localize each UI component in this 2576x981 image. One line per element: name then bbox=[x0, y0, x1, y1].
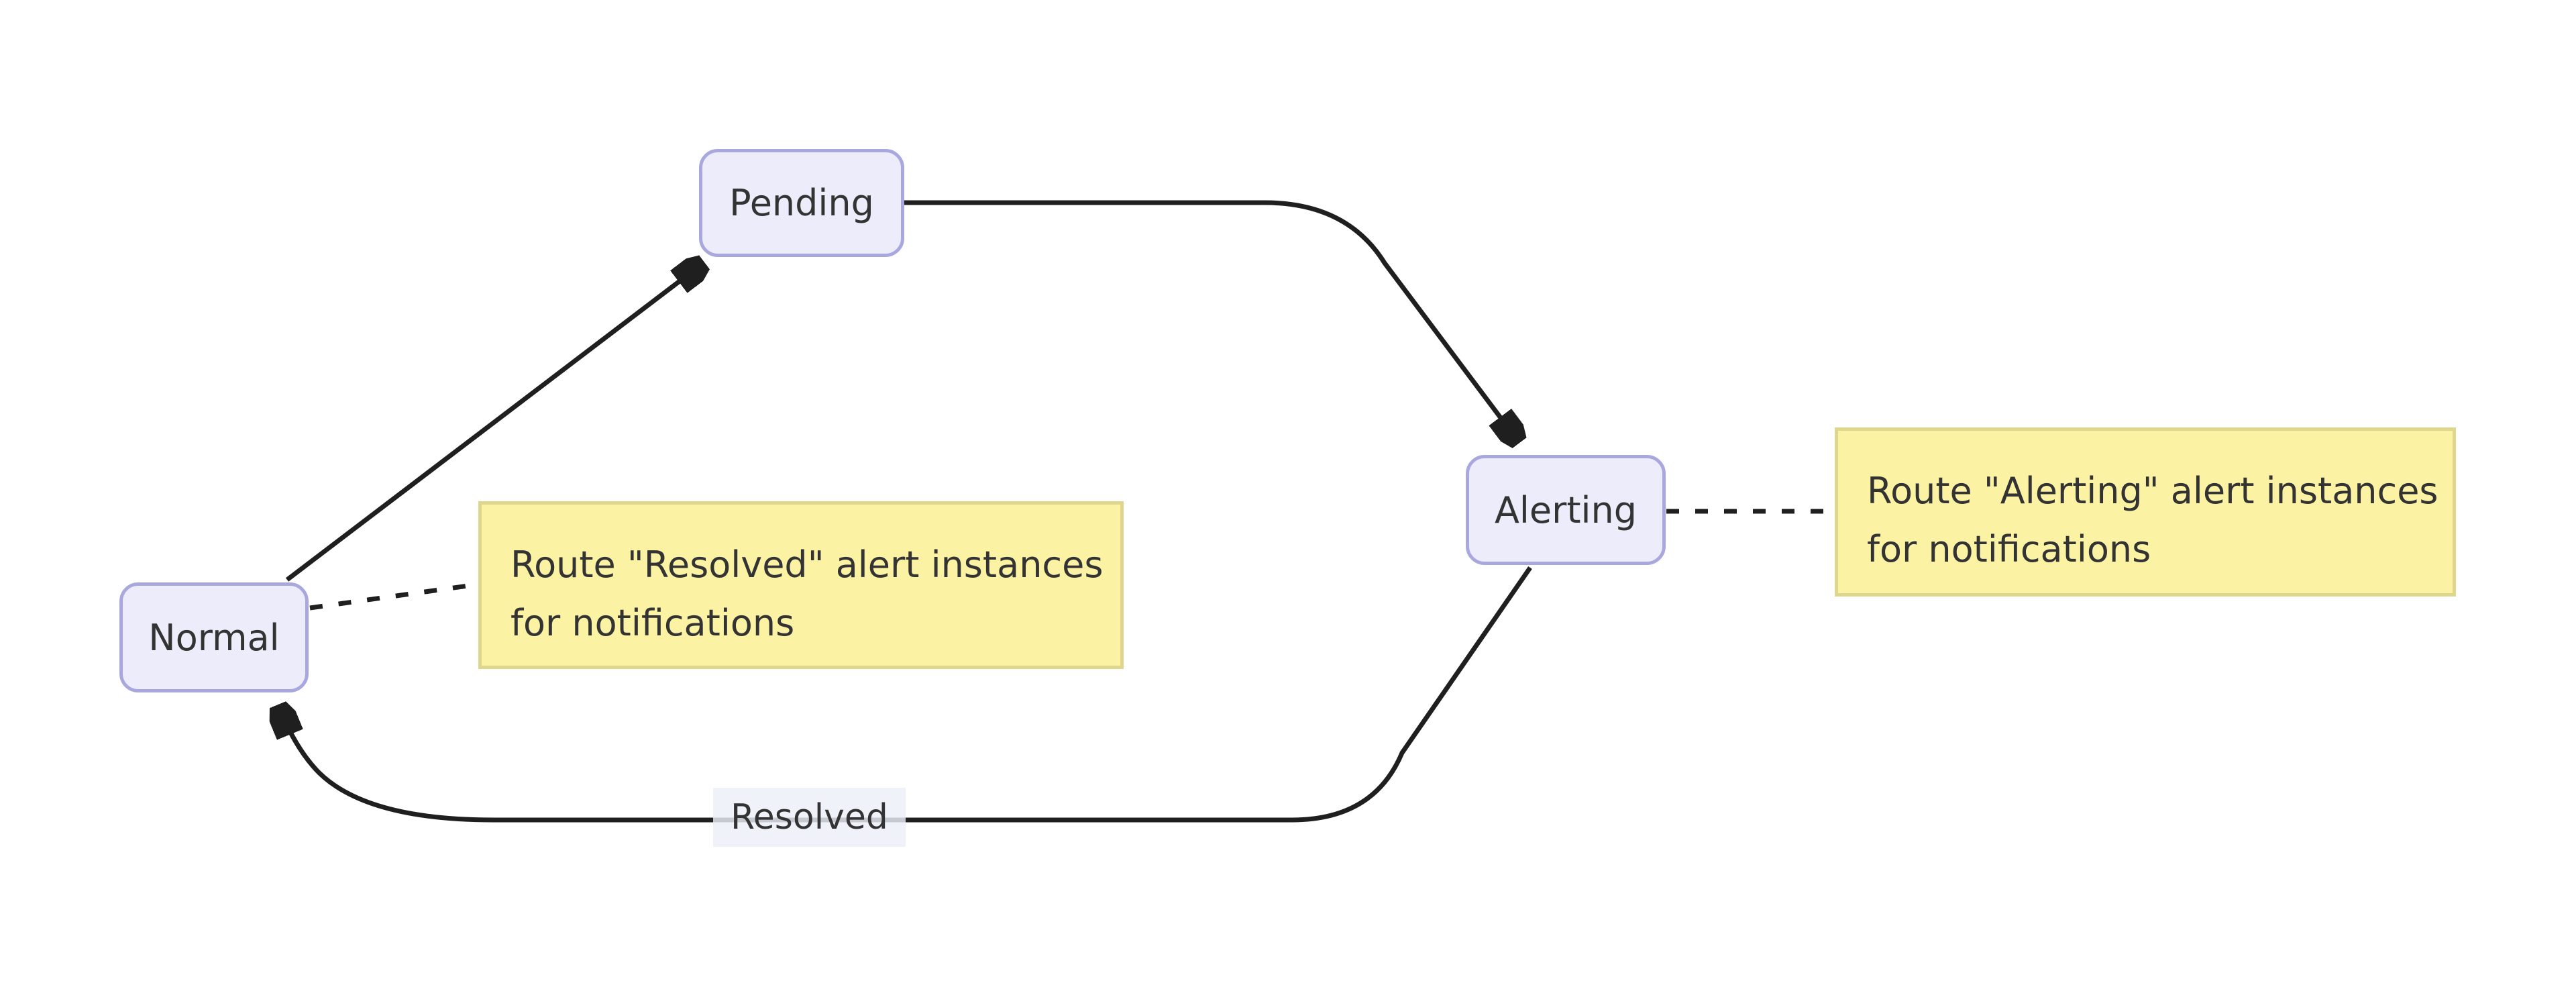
state-label-normal: Normal bbox=[148, 616, 280, 659]
note-line: for notifications bbox=[511, 602, 795, 644]
edge-normal-to-pending bbox=[285, 264, 702, 582]
note-line: Route "Alerting" alert instances bbox=[1867, 470, 2438, 512]
connector-normal-to-note bbox=[309, 582, 478, 611]
state-label-alerting: Alerting bbox=[1494, 488, 1638, 531]
state-node-normal: Normal bbox=[119, 582, 309, 692]
state-node-pending: Pending bbox=[699, 149, 904, 257]
edge-label-text: Resolved bbox=[731, 797, 888, 837]
note-line: Route "Resolved" alert instances bbox=[511, 544, 1104, 586]
note-line: for notifications bbox=[1867, 528, 2151, 570]
edge-label-resolved: Resolved bbox=[713, 788, 906, 847]
state-node-alerting: Alerting bbox=[1466, 455, 1666, 565]
edge-pending-to-alerting bbox=[904, 200, 1517, 440]
edge-alerting-to-normal bbox=[279, 566, 1532, 823]
note-resolved-routing: Route "Resolved" alert instances for not… bbox=[478, 501, 1124, 669]
note-alerting-routing: Route "Alerting" alert instances for not… bbox=[1835, 427, 2456, 597]
state-label-pending: Pending bbox=[729, 182, 874, 224]
